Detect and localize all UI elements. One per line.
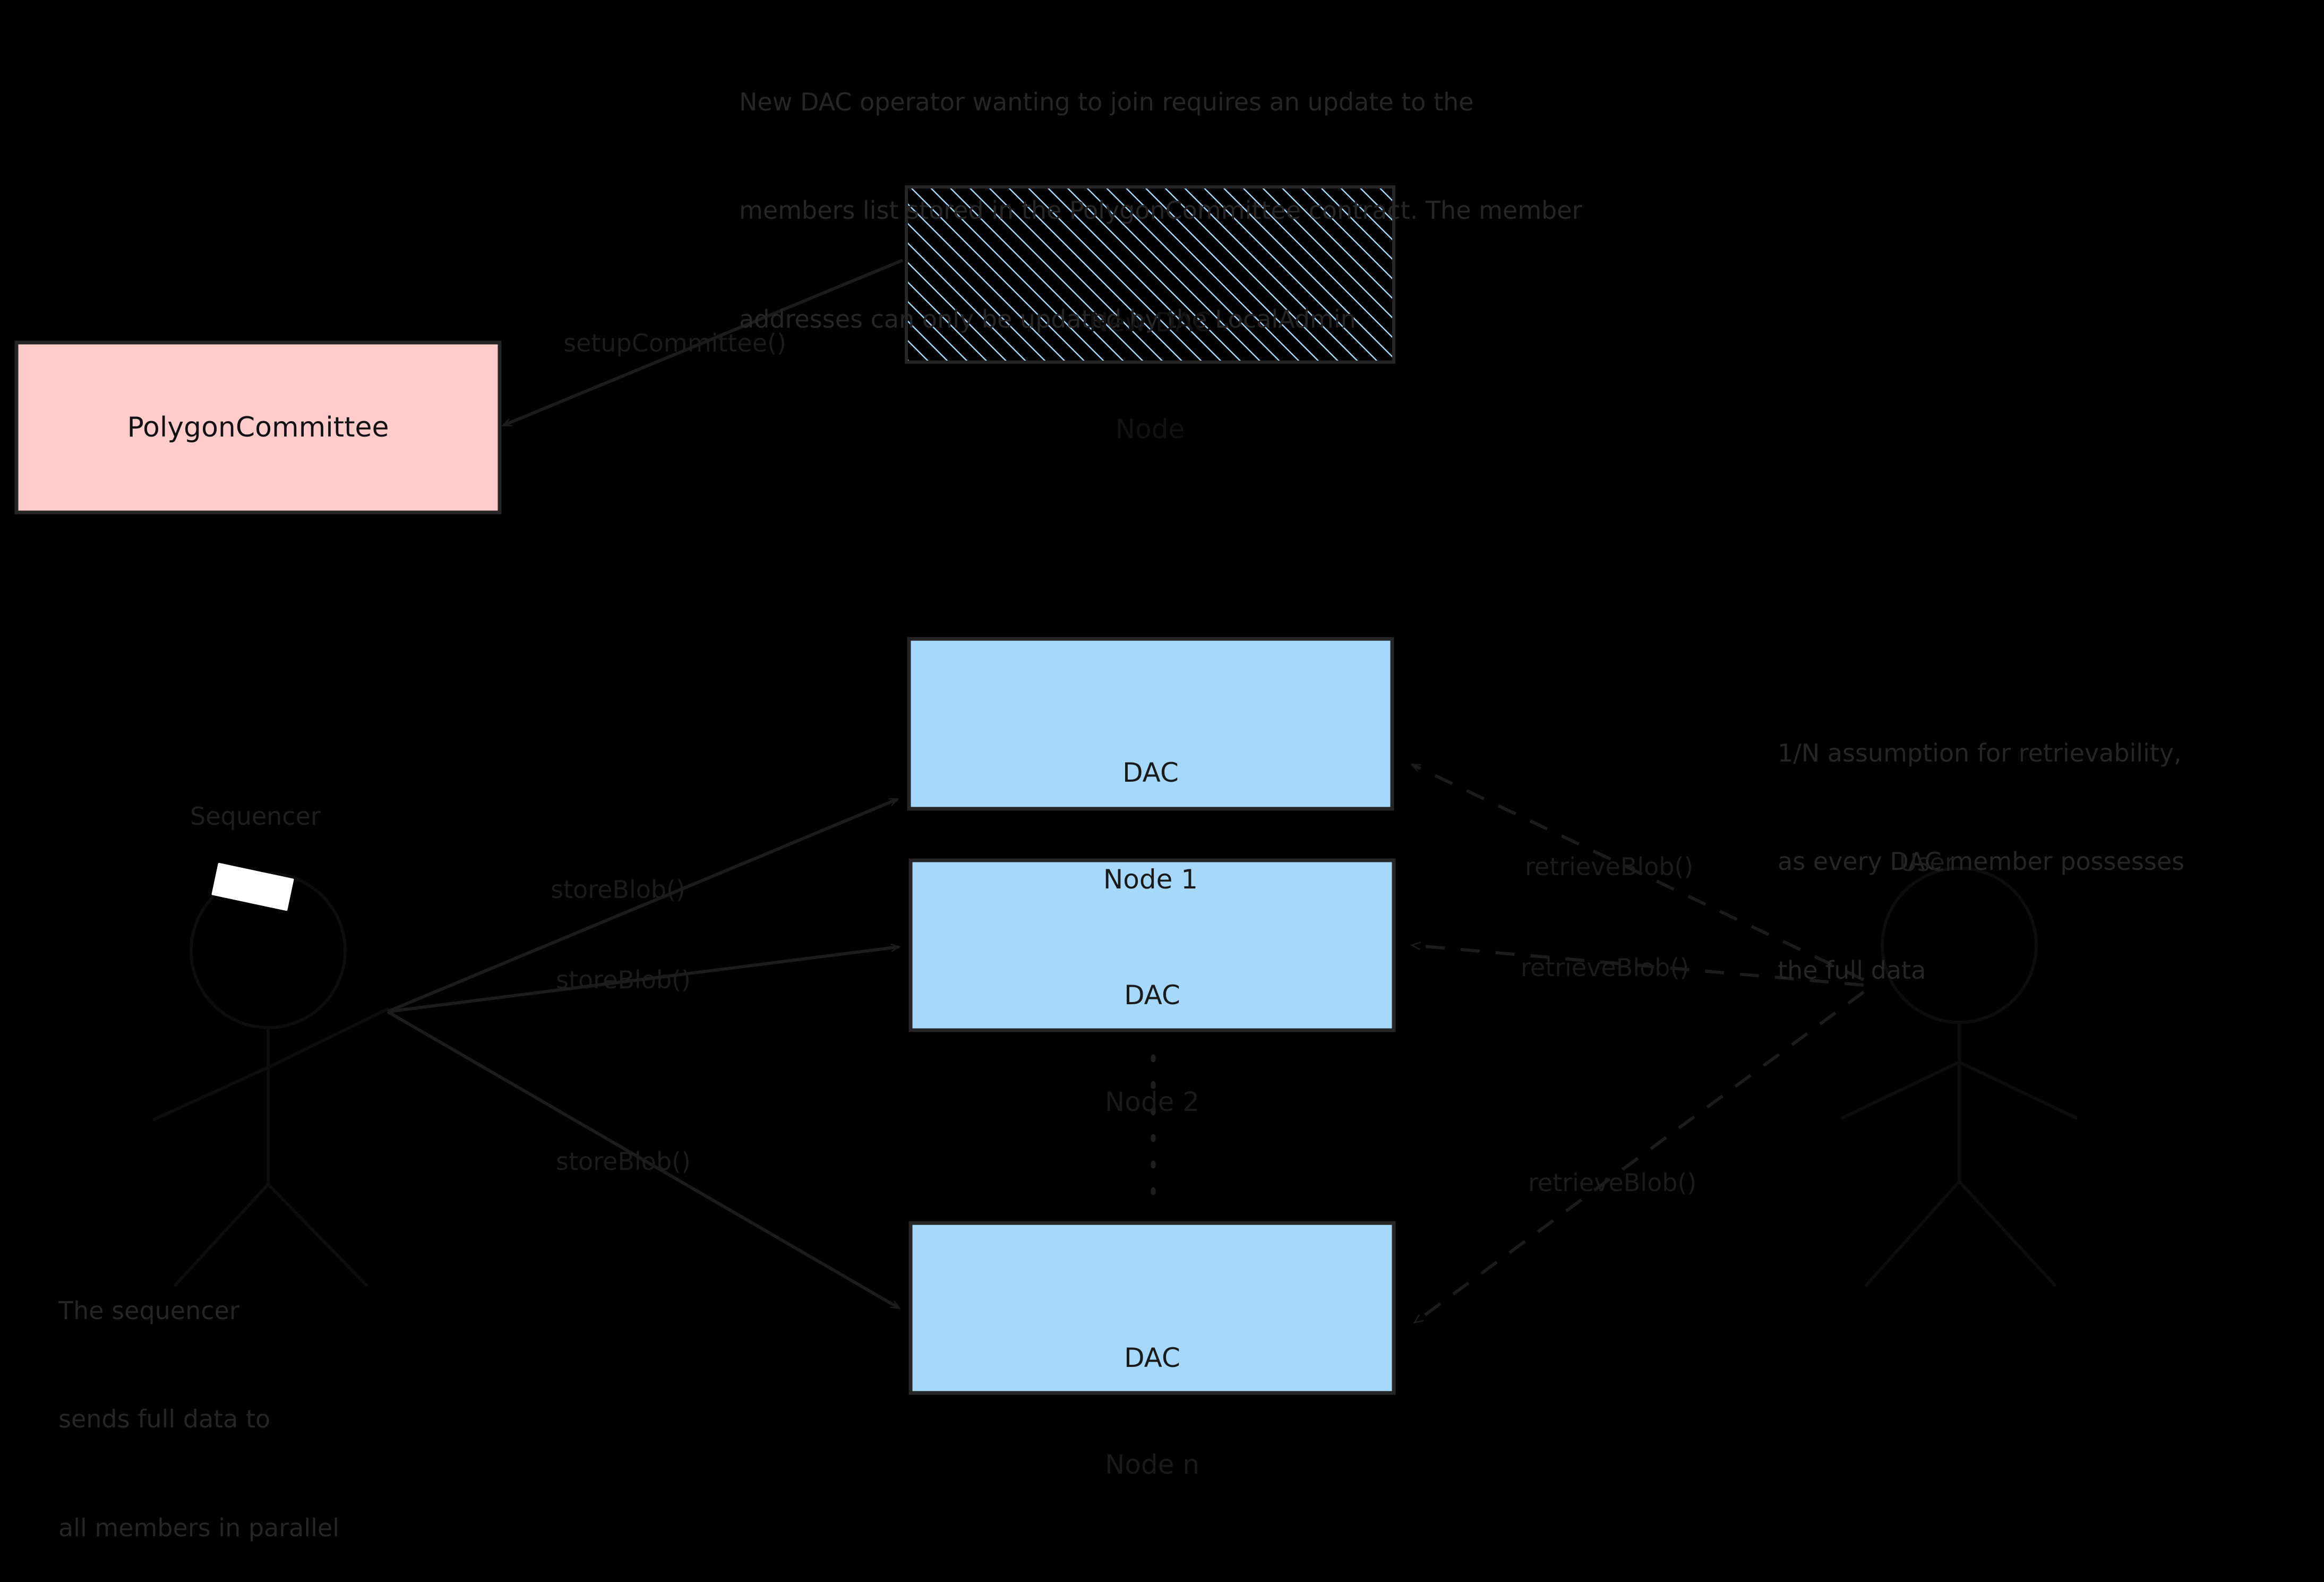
store-blob-label-2: storeBlob()	[556, 965, 691, 994]
note-line: addresses can only be updated by the Loc…	[739, 304, 1356, 333]
edge-retrieve-blob-2	[1412, 945, 1864, 987]
store-blob-label-n: storeBlob()	[556, 1147, 691, 1176]
retrieve-blob-label-n: retrieveBlob()	[1528, 1168, 1697, 1197]
node-new-dac-node[interactable]	[905, 185, 1395, 364]
edge-setup-committee	[503, 259, 904, 427]
note-line: all members in parallel	[58, 1513, 339, 1542]
store-blob-label-1: storeBlob()	[551, 875, 685, 904]
edge-store-blob-1	[387, 798, 897, 1013]
retrievability-note: 1/N assumption for retrievability, as ev…	[1778, 663, 2309, 1024]
sequencer-label: Sequencer	[190, 802, 321, 831]
user-leg-right	[1958, 1180, 2056, 1287]
user-arm-left	[1841, 1061, 1961, 1119]
new-dac-node-box[interactable]	[905, 185, 1395, 364]
store-blob-arrow-1	[387, 798, 897, 1013]
node-dac-node-1[interactable]	[907, 637, 1394, 811]
sequencer-note: The sequencer sends full data to all mem…	[58, 1220, 462, 1582]
note-line: the full data	[1778, 955, 1926, 985]
user-label: User	[1899, 848, 1955, 877]
user-arm-right	[1958, 1061, 2078, 1119]
new-dac-node-label-line1: New DAC	[1088, 307, 1212, 338]
polygon-committee-box[interactable]	[14, 340, 502, 515]
sequencer-leg-left	[174, 1183, 270, 1287]
edge-store-blob-n	[387, 1010, 899, 1310]
sequencer-arm-left	[152, 1066, 270, 1121]
edge-store-blob-2	[387, 947, 899, 1013]
node-dac-node-2[interactable]	[908, 858, 1396, 1032]
new-dac-operator-note: New DAC operator wanting to join require…	[739, 12, 1833, 373]
new-dac-node-label: New DAC Node	[906, 234, 1394, 483]
retrieve-blob-arrow-n	[1415, 990, 1865, 1322]
dac-node-1-box[interactable]	[907, 637, 1394, 811]
polygon-committee-label: PolygonCommittee	[127, 412, 389, 443]
retrieve-blob-arrow-1	[1412, 763, 1865, 981]
sequencer-arm-right	[267, 1007, 389, 1069]
note-line: as every DAC member possesses	[1778, 847, 2185, 876]
user-leg-left	[1865, 1180, 1961, 1287]
dac-node-2-box[interactable]	[908, 858, 1396, 1032]
store-blob-arrow-2	[387, 947, 899, 1013]
dac-node-n-label-line2: Node n	[1104, 1449, 1200, 1480]
note-line: The sequencer	[58, 1296, 239, 1326]
note-line: 1/N assumption for retrievability,	[1778, 739, 2182, 768]
node-polygon-committee[interactable]	[14, 340, 502, 515]
edge-retrieve-blob-n	[1415, 990, 1865, 1322]
retrieve-blob-arrow-2	[1412, 945, 1864, 987]
setup-committee-label: setupCommittee()	[563, 329, 786, 357]
sequencer-leg-right	[267, 1183, 368, 1287]
store-blob-arrow-n	[387, 1010, 899, 1310]
new-dac-node-label-line2: Node	[1115, 414, 1185, 444]
setup-committee-arrow	[503, 259, 904, 427]
dac-node-n-box[interactable]	[908, 1221, 1396, 1395]
note-line: sends full data to	[58, 1405, 271, 1434]
user-actor-figure[interactable]	[1841, 867, 2078, 1287]
retrieve-blob-label-1: retrieveBlob()	[1525, 852, 1694, 881]
retrieve-blob-label-2: retrieveBlob()	[1521, 953, 1690, 982]
diagram-canvas	[14, 185, 2078, 1395]
sequencer-white-tag	[211, 862, 294, 911]
note-line: members list stored in the PolygonCommit…	[739, 196, 1582, 225]
note-line: New DAC operator wanting to join require…	[739, 88, 1474, 117]
node-dac-node-n[interactable]	[908, 1221, 1396, 1395]
edge-retrieve-blob-1	[1412, 763, 1865, 981]
